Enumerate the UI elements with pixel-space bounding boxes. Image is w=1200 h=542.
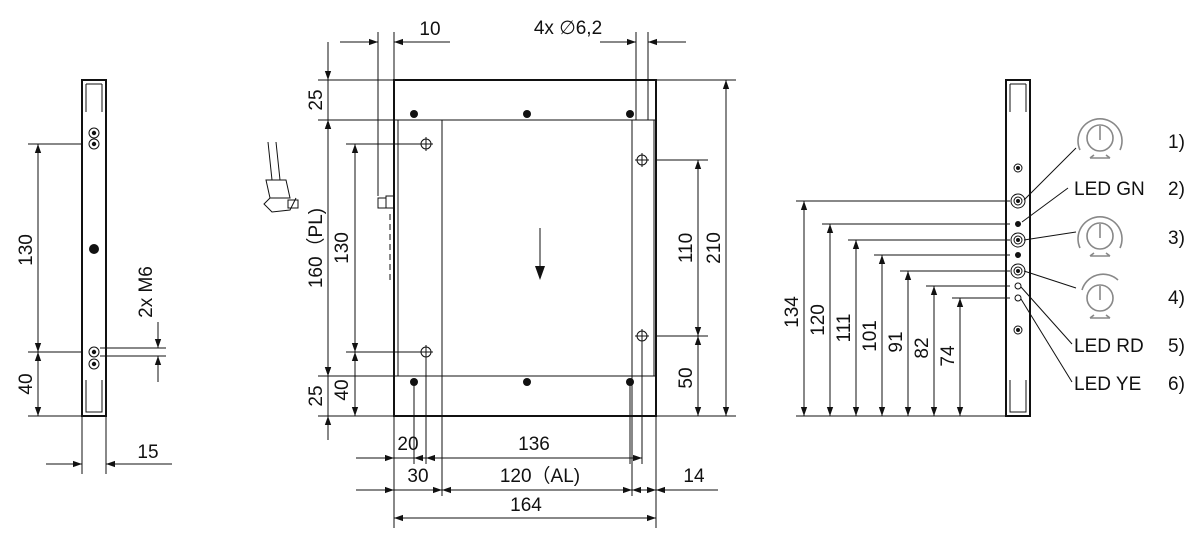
mounting-hole [88,127,100,139]
mounting-hole [1013,325,1023,335]
dim-160-pl: 160（PL) [305,208,327,288]
thread-hole [88,358,100,370]
height-120: 120 [808,304,829,336]
dim-25-top: 25 [306,89,327,110]
height-74: 74 [938,345,959,367]
dim-40: 40 [332,379,353,400]
dim-25-bottom: 25 [306,385,327,406]
legend-5-label: LED RD [1074,336,1144,357]
dim-120-al: 120（AL) [500,465,580,487]
height-134: 134 [782,296,803,328]
dim-15: 15 [137,442,158,463]
mounting-hole [626,110,634,118]
left-side-view: 130 40 2x M6 15 [16,79,172,474]
potentiometer-3 [1010,232,1026,248]
dim-110: 110 [676,233,697,263]
led-rd [1014,282,1022,290]
dim-210: 210 [704,232,725,264]
legend-6-num: 6) [1168,374,1185,395]
pin [1015,252,1021,258]
led-ye [1014,294,1022,302]
height-111: 111 [834,314,855,343]
dim-20: 20 [397,434,418,455]
dim-164: 164 [510,495,542,516]
hole-diameter-label: 4x ∅6,2 [534,18,602,39]
mounting-hole [88,138,100,150]
dim-136: 136 [518,434,550,455]
height-91: 91 [886,331,907,352]
mounting-hole [410,110,418,118]
potentiometer-1 [1010,193,1026,209]
dim-50: 50 [676,367,697,388]
legend-3-num: 3) [1168,228,1185,249]
mounting-hole [89,244,99,254]
dim-30: 30 [407,466,428,487]
direction-arrow-icon [535,228,545,280]
dim-40: 40 [16,373,37,394]
legend-6-label: LED YE [1074,374,1141,395]
legend-5-num: 5) [1168,336,1185,357]
mounting-hole [523,378,531,386]
connector-cable [263,141,299,213]
height-101: 101 [860,320,881,352]
mounting-hole [523,110,531,118]
potentiometer-icon [1077,216,1123,257]
legend-2-num: 2) [1168,179,1185,200]
height-82: 82 [912,337,933,358]
dim-130: 130 [16,234,37,266]
legend-4-num: 4) [1168,288,1185,309]
rotary-knob-4 [1010,263,1026,279]
rotary-knob-icon [1081,273,1119,319]
dim-10: 10 [419,19,440,40]
dim-14: 14 [683,466,705,487]
right-side-view: 134 120 111 101 91 82 74 [782,79,1185,417]
thread-hole [88,346,100,358]
thread-label: 2x M6 [136,266,157,318]
dim-130: 130 [332,232,353,264]
mounting-hole [635,153,649,167]
mounting-hole [1013,163,1023,173]
legend-2-label: LED GN [1074,179,1145,200]
mounting-hole [419,137,433,151]
led-gn [1015,221,1021,227]
legend-1-num: 1) [1168,132,1185,153]
potentiometer-icon [1077,118,1123,159]
front-view: 10 4x ∅6,2 25 160（PL) 25 130 40 110 50 2… [305,18,736,528]
